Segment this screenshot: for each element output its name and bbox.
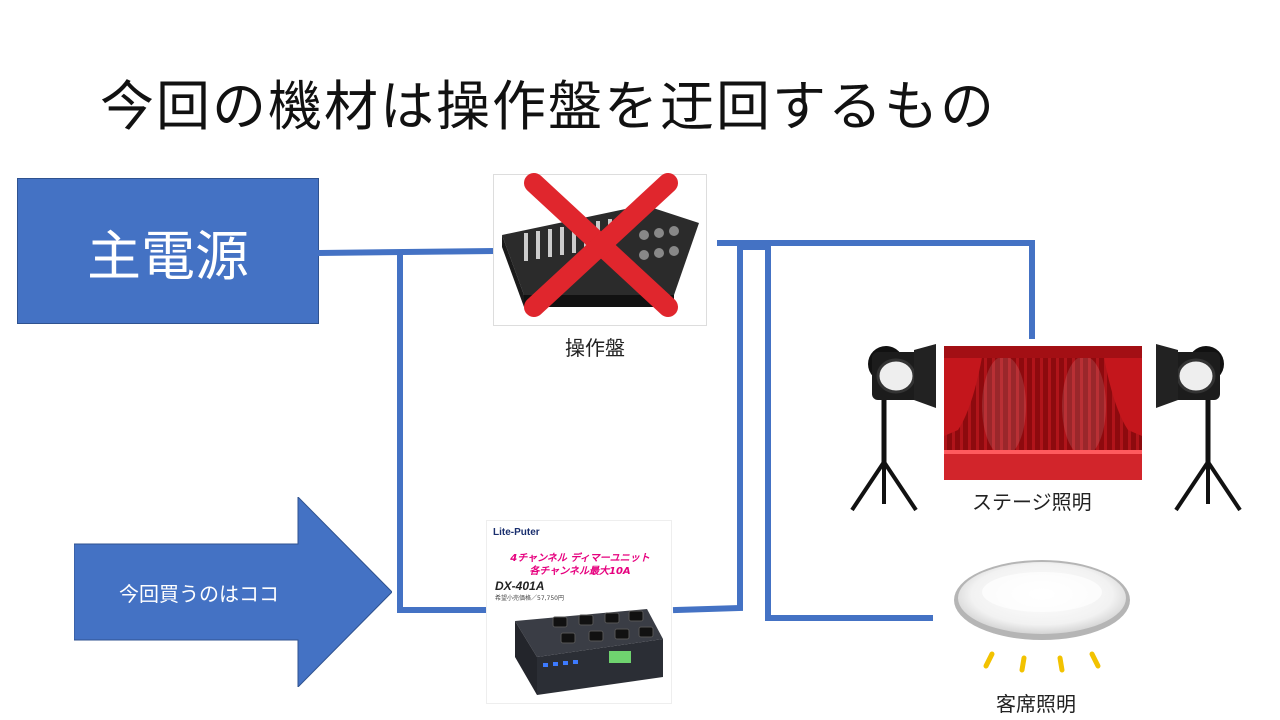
spotlight-icon bbox=[850, 344, 936, 512]
product-model: DX-401A bbox=[495, 579, 545, 593]
wire-audience bbox=[765, 244, 933, 621]
wire-dimmer-to-stage bbox=[672, 244, 743, 614]
product-price: 希望小売価格／57,750円 bbox=[495, 595, 564, 602]
product-headline-2: 各チャンネル最大10A bbox=[529, 566, 631, 577]
ceiling-light-icon bbox=[954, 560, 1130, 673]
wire-bypass bbox=[397, 251, 487, 613]
audience-lighting-label: 客席照明 bbox=[996, 692, 1076, 716]
arrow-label: 今回買うのはココ bbox=[119, 581, 279, 606]
spotlight-icon bbox=[1156, 344, 1242, 512]
dimmer-product-image: Lite-Puter 4チャンネル ディマーユニット 各チャンネル最大10A D… bbox=[486, 520, 672, 704]
main-power-box: 主電源 bbox=[17, 178, 319, 324]
product-headline-1: 4チャンネル ディマーユニット bbox=[510, 553, 650, 564]
wire-power-to-console bbox=[316, 247, 496, 257]
lighting-console-icon bbox=[502, 205, 699, 307]
wire-console-to-stage bbox=[717, 240, 1035, 339]
dimmer-unit-icon bbox=[515, 609, 663, 695]
pointer-arrow bbox=[74, 497, 392, 687]
stage-lighting-label: ステージ照明 bbox=[972, 490, 1092, 514]
console-label: 操作盤 bbox=[565, 336, 625, 360]
slide-title: 今回の機材は操作盤を迂回するもの bbox=[100, 75, 996, 138]
console-panel bbox=[493, 173, 707, 326]
product-brand: Lite-Puter bbox=[493, 527, 540, 538]
cross-icon bbox=[524, 173, 678, 317]
stage-curtain-icon bbox=[944, 346, 1142, 480]
